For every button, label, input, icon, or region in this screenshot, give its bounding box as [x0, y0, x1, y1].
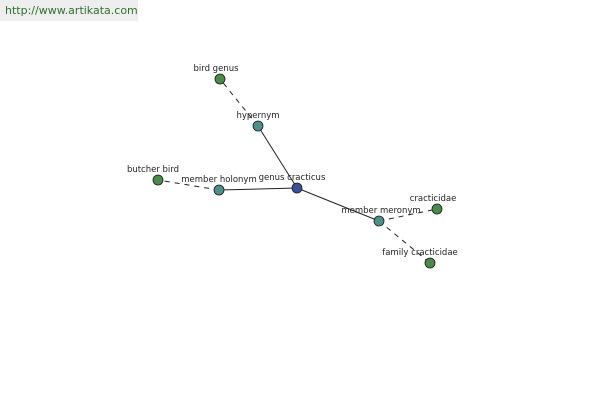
edge-member-meronym-to-family-cracticidae	[378, 220, 431, 264]
labels-layer: genus cracticus hypernym member holonym mem…	[127, 64, 458, 258]
node-label-hypernym: hypernym	[236, 111, 279, 121]
node-label-genus-cracticus: genus cracticus	[259, 173, 326, 183]
edges-layer	[157, 78, 438, 264]
node-label-member-holonym: member holonym	[181, 175, 256, 185]
edge-genus-cracticus-to-member-meronym	[296, 187, 380, 222]
node-bird-genus[interactable]	[214, 73, 226, 85]
node-label-family-cracticidae: family cracticidae	[382, 248, 458, 258]
node-family-cracticidae[interactable]	[424, 257, 436, 269]
node-member-meronym[interactable]	[373, 215, 385, 227]
node-member-holonym[interactable]	[213, 184, 225, 196]
source-banner: http://www.artikata.com	[0, 0, 138, 21]
edge-genus-cracticus-to-member-holonym	[218, 187, 298, 191]
node-butcherbird[interactable]	[152, 174, 164, 186]
node-cracticidae[interactable]	[431, 203, 443, 215]
node-hypernym[interactable]	[252, 120, 264, 132]
node-genus-cracticus[interactable]	[291, 182, 303, 194]
nodes-layer	[152, 73, 443, 269]
edge-hypernym-to-bird-genus	[219, 78, 259, 127]
node-label-butcherbird: butcher bird	[127, 165, 179, 175]
node-label-member-meronym: member meronym	[341, 206, 420, 216]
edge-member-holonym-to-butcherbird	[157, 179, 220, 191]
source-url-link[interactable]: http://www.artikata.com	[5, 4, 138, 17]
node-label-bird-genus: bird genus	[193, 64, 239, 74]
edge-genus-cracticus-to-hypernym	[257, 125, 298, 189]
node-label-cracticidae: cracticidae	[410, 194, 457, 204]
